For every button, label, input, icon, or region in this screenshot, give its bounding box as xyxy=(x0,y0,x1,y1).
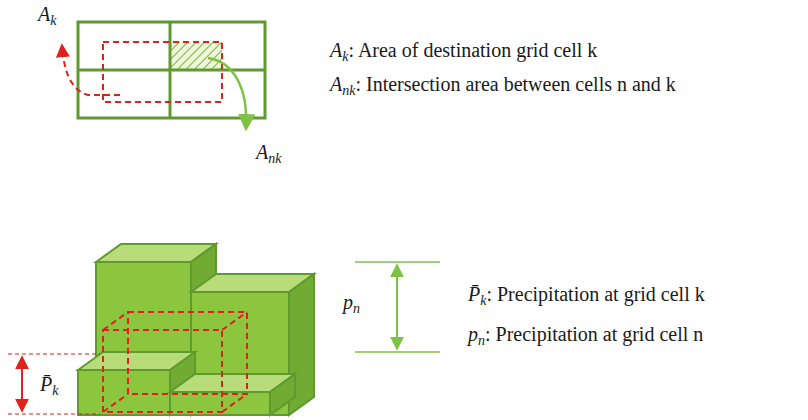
source-grid xyxy=(78,22,265,118)
dimension-pn xyxy=(355,262,440,352)
symbol-label: P̄k xyxy=(40,372,58,400)
leader-arrow xyxy=(208,58,246,128)
symbol-label: Ak xyxy=(38,2,56,30)
leader-arrow xyxy=(62,46,120,95)
definition-text: P̄k: Precipitation at grid cell k xyxy=(468,282,705,310)
destination-cell xyxy=(103,42,222,102)
dimension-pk xyxy=(8,354,100,414)
intersection-hatch xyxy=(170,42,222,70)
precipitation-blocks xyxy=(78,244,314,415)
symbol-label: pn xyxy=(343,290,360,318)
symbol-label: Ank xyxy=(256,140,281,168)
definition-text: pn: Precipitation at grid cell n xyxy=(468,322,703,350)
block-front xyxy=(78,370,170,415)
destination-volume xyxy=(103,312,247,412)
definition-text: Ank: Intersection area between cells n a… xyxy=(330,72,676,100)
block-side xyxy=(270,374,295,415)
definition-text: Ak: Area of destination grid cell k xyxy=(330,38,597,66)
